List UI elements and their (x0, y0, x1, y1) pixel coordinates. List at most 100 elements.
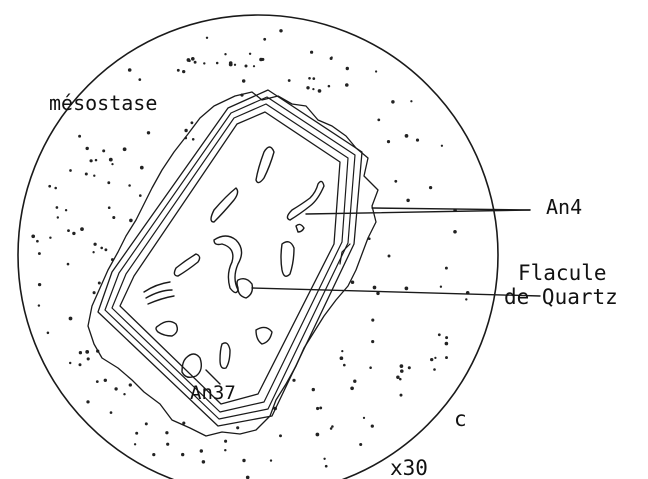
stipple-dot (246, 476, 250, 479)
stipple-dot (69, 362, 71, 364)
leader-lines (206, 208, 540, 384)
crystal-zone-inner (112, 104, 348, 412)
stipple-dot (242, 79, 245, 82)
stipple-dot (206, 37, 208, 39)
stipple-dot (166, 443, 169, 446)
stipple-dot (316, 433, 320, 437)
stipple-dot (396, 375, 399, 378)
crystal-core-outline (120, 112, 340, 404)
stipple-dot (89, 159, 92, 162)
stipple-dot (79, 363, 82, 366)
stipple-dot (48, 185, 51, 188)
stipple-dot (96, 380, 99, 383)
stipple-dot (85, 147, 88, 150)
stipple-dot (445, 356, 448, 359)
stipple-dot (394, 180, 397, 183)
stipple-dot (363, 417, 365, 419)
stipple-dot (57, 216, 59, 218)
stipple-dot (31, 234, 35, 238)
stipple-dot (371, 340, 374, 343)
stipple-dot (445, 336, 448, 339)
stipple-dot (316, 407, 319, 410)
stipple-dot (224, 449, 226, 451)
stipple-dot (93, 175, 95, 177)
stipple-dot (405, 287, 409, 291)
stipple-dot (188, 60, 190, 62)
an37-label: An37 (190, 382, 236, 404)
stipple-dot (434, 357, 436, 359)
stipple-dot (306, 86, 309, 89)
stipple-dot (69, 169, 72, 172)
stipple-dot (319, 406, 322, 409)
stipple-dot (263, 38, 266, 41)
stipple-dot (224, 440, 227, 443)
stipple-dot (138, 78, 141, 81)
stipple-dot (72, 232, 75, 235)
stipple-dot (108, 206, 111, 209)
stipple-dot (261, 58, 264, 61)
stipple-dot (98, 282, 101, 285)
stipple-dot (438, 333, 441, 336)
stipple-dot (104, 379, 107, 382)
stipple-dot (242, 459, 245, 462)
quartz-inclusions (144, 147, 324, 377)
an4-leader-2 (372, 208, 530, 210)
stipple-dot (203, 62, 205, 64)
stipple-dot (56, 206, 59, 209)
crystal-zone-middle (105, 97, 355, 419)
flacule-label-line2: de Quartz (504, 285, 618, 309)
stipple-dot (270, 459, 272, 461)
stipple-dot (375, 70, 377, 72)
stipple-dot (86, 400, 89, 403)
stipple-dot (100, 247, 103, 250)
stipple-dot (279, 434, 282, 437)
stipple-dot (387, 140, 390, 143)
stipple-dot (400, 394, 403, 397)
stipple-dot (224, 53, 226, 55)
stipple-dot (147, 131, 150, 134)
stipple-dot (110, 411, 113, 414)
stipple-dot (95, 159, 98, 162)
stipple-dot (190, 121, 193, 124)
stipple-dot (353, 380, 356, 383)
stipple-dot (400, 369, 404, 373)
stipple-dot (416, 139, 419, 142)
stipple-dot (134, 443, 136, 445)
stipple-dot (445, 342, 449, 346)
stipple-dot (445, 267, 448, 270)
stipple-dot (92, 251, 94, 253)
stipple-dot (312, 88, 314, 90)
stipple-dot (129, 383, 132, 386)
stipple-dot (441, 145, 443, 147)
stipple-dot (388, 255, 391, 258)
stipple-dot (373, 286, 377, 290)
stipple-dot (369, 366, 372, 369)
stipple-dot (323, 458, 325, 460)
stipple-dot (430, 358, 433, 361)
stipple-dot (245, 65, 248, 68)
stipple-dot (181, 453, 184, 456)
stipple-dot (340, 356, 344, 360)
an4-label: An4 (546, 195, 582, 219)
stipple-dot (312, 77, 315, 80)
stipple-dot (429, 186, 432, 189)
stipple-dot (351, 281, 355, 285)
stipple-dot (128, 184, 131, 187)
stipple-dot (399, 378, 402, 381)
stipple-dot (184, 129, 187, 132)
stipple-dot (341, 350, 343, 352)
stipple-dot (109, 158, 113, 162)
stipple-dot (111, 163, 113, 165)
quartz-leader (252, 288, 540, 296)
panel-letter-label: c (454, 407, 467, 431)
stipple-dot (236, 426, 239, 429)
stipple-dot (165, 431, 168, 434)
stipple-dot (391, 100, 394, 103)
stipple-dot (104, 248, 107, 251)
stipple-dot (406, 199, 409, 202)
stipple-dot (343, 364, 346, 367)
stipple-dot (65, 209, 67, 211)
stipple-dot (114, 387, 117, 390)
flacule-label-line1: Flacule (518, 261, 607, 285)
